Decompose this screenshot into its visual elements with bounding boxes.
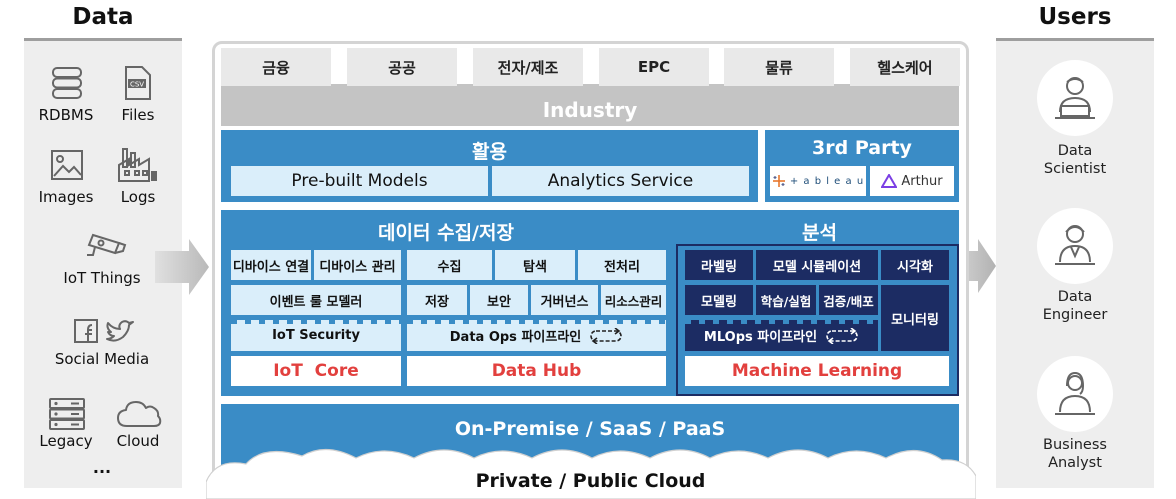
industry-tab-public: 공공 (347, 48, 457, 86)
data-header: Data (72, 4, 134, 30)
visualization-cell: 시각화 (881, 250, 949, 280)
factory-icon (116, 144, 160, 184)
tableau-logo: + a b l e a u (770, 166, 866, 196)
source-label-rdbms: RDBMS (38, 106, 94, 124)
database-icon (48, 64, 86, 102)
device-management-cell: 디바이스 관리 (314, 250, 401, 280)
user-label-data-engineer: Data Engineer (1016, 288, 1134, 324)
dataops-pipeline-cell: Data Ops 파이프라인 (407, 320, 666, 351)
image-icon (48, 146, 86, 184)
deployment-label: On-Premise / SaaS / PaaS (454, 418, 726, 440)
user-label-line: Business (1043, 437, 1107, 453)
user-flow-arrow (960, 239, 996, 293)
tableau-label: + a b l e a u (789, 175, 865, 187)
source-label-images: Images (38, 188, 94, 206)
iot-security-notches (231, 320, 401, 324)
dataops-notches (407, 320, 666, 324)
source-label-social-media: Social Media (54, 350, 150, 368)
iot-core-caption: IoT Core (231, 356, 401, 386)
collection-cell: 수집 (407, 250, 492, 280)
arthur-triangle-icon (881, 174, 898, 188)
tableau-cross-icon (772, 175, 785, 187)
mlops-pipeline-label: MLOps 파이프라인 (703, 330, 818, 345)
cloud-shape (206, 448, 976, 499)
industry-label: Industry (542, 98, 638, 122)
csv-icon-text: CSV (130, 81, 144, 89)
machine-learning-caption: Machine Learning (685, 356, 949, 386)
data-engineer-icon (1037, 208, 1113, 284)
model-simulation-cell: 모델 시뮬레이션 (756, 250, 878, 280)
governance-cell: 거버넌스 (531, 285, 598, 315)
industry-tab-finance: 금융 (221, 48, 331, 86)
analysis-title: 분석 (802, 222, 837, 244)
server-icon (46, 396, 88, 432)
industry-tab-manufacturing: 전자/제조 (473, 48, 583, 86)
user-label-business-analyst: Business Analyst (1016, 436, 1134, 472)
source-label-legacy: Legacy (39, 432, 93, 450)
monitoring-cell: 모니터링 (881, 285, 949, 351)
users-header-rule (996, 38, 1154, 41)
user-label-line: Engineer (1042, 307, 1108, 323)
event-rule-modeler-cell: 이벤트 룰 모델러 (231, 285, 401, 315)
sources-more-ellipsis: ... (92, 458, 112, 477)
analytics-service-box: Analytics Service (492, 166, 749, 196)
resource-management-cell: 리소스관리 (601, 285, 666, 315)
industry-tab-logistics: 물류 (724, 48, 834, 86)
third-party-title: 3rd Party (812, 137, 912, 159)
user-label-line: Data (1057, 289, 1093, 305)
modeling-cell: 모델링 (685, 285, 753, 315)
dataops-pipeline-label: Data Ops 파이프라인 (449, 330, 582, 345)
arthur-label: Arthur (901, 173, 943, 189)
preprocessing-cell: 전처리 (578, 250, 666, 280)
iot-security-cell: IoT Security (231, 320, 401, 351)
source-label-files: Files (121, 106, 155, 124)
mlops-cycle-icon (826, 327, 858, 344)
cloud-icon (114, 396, 164, 432)
validation-deployment-cell: 검증/배포 (819, 285, 878, 315)
arthur-logo: Arthur (870, 166, 954, 196)
data-scientist-icon (1037, 60, 1113, 136)
social-media-icon (70, 316, 138, 348)
industry-tab-healthcare: 헬스케어 (850, 48, 960, 86)
security-cell: 보안 (470, 285, 528, 315)
cloud-label: Private / Public Cloud (475, 470, 706, 492)
device-connection-cell: 디바이스 연결 (231, 250, 311, 280)
data-flow-arrow (155, 239, 209, 295)
industry-band: Industry (221, 84, 959, 126)
source-label-iot-things: IoT Things (63, 269, 141, 287)
data-hub-caption: Data Hub (407, 356, 666, 386)
storage-cell: 저장 (407, 285, 467, 315)
machine-learning-box (676, 244, 959, 396)
pipeline-cycle-icon (590, 327, 623, 344)
user-label-line: Data (1057, 143, 1093, 159)
user-label-line: Analyst (1048, 455, 1102, 471)
usage-title: 활용 (472, 141, 507, 163)
industry-tab-epc: EPC (599, 48, 709, 86)
source-label-logs: Logs (120, 188, 156, 206)
cctv-camera-icon (84, 226, 128, 266)
data-header-rule (24, 38, 182, 41)
exploration-cell: 탐색 (495, 250, 575, 280)
collect-title: 데이터 수집/저장 (378, 222, 514, 244)
business-analyst-icon (1037, 356, 1113, 432)
csv-file-icon: CSV (118, 64, 156, 102)
source-label-cloud: Cloud (116, 432, 160, 450)
mlops-pipeline-cell: MLOps 파이프라인 (685, 320, 878, 351)
user-label-data-scientist: Data Scientist (1016, 142, 1134, 178)
user-label-line: Scientist (1043, 161, 1107, 177)
users-header: Users (1038, 4, 1112, 30)
training-experiment-cell: 학습/실험 (756, 285, 816, 315)
prebuilt-models-box: Pre-built Models (231, 166, 488, 196)
mlops-notches (685, 320, 878, 324)
labeling-cell: 라벨링 (685, 250, 753, 280)
